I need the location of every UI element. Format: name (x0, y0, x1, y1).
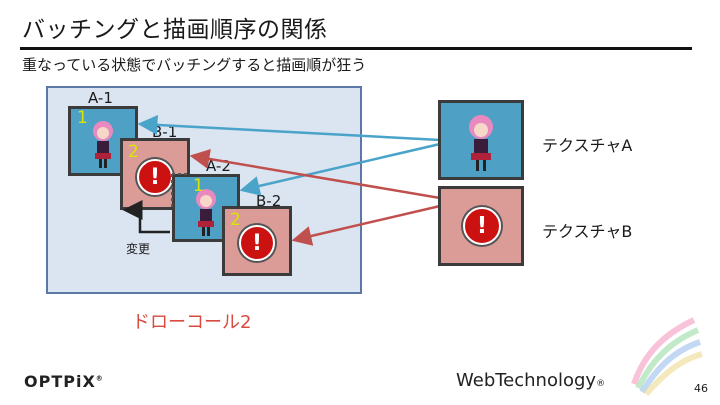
order-number-b1: 2 (128, 142, 139, 162)
order-number-a2: 1 (193, 176, 204, 196)
optpix-logo: OPTPiX® (24, 372, 104, 391)
warning-icon: ! (463, 207, 501, 245)
slide-title: バッチングと描画順序の関係 (22, 17, 328, 43)
tile-label-b2: B-2 (256, 192, 282, 210)
texture-a-arrow-2 (239, 142, 441, 196)
sprite-tile-a2 (172, 174, 240, 242)
texture-a-label: テクスチャA (542, 136, 633, 155)
tile-label-b1: B-1 (152, 123, 178, 141)
slide-subtitle: 重なっている状態でバッチングすると描画順が狂う (22, 56, 367, 74)
sprite-tile-b2: ! (222, 206, 292, 276)
texture-a-arrow-1 (137, 114, 441, 142)
character-icon (93, 121, 113, 168)
webtechnology-logo: WebTechnology® (456, 370, 606, 391)
change-arrow (122, 200, 170, 234)
character-icon (196, 189, 216, 236)
texture-b-tile: ! (438, 186, 524, 266)
warning-icon: ! (239, 225, 275, 261)
texture-b-arrow-1 (189, 149, 441, 200)
change-label: 変更 (126, 242, 151, 256)
texture-b-arrow-2 (291, 204, 441, 246)
texture-a-tile (438, 100, 524, 180)
brand-swirl-graphic (631, 317, 703, 397)
order-number-a1: 1 (77, 108, 88, 128)
order-number-b2: 2 (230, 210, 241, 230)
tile-label-a1: A-1 (88, 89, 113, 107)
page-number: 46 (694, 382, 708, 395)
draw-call-label: ドローコール2 (132, 312, 252, 333)
character-icon (469, 115, 493, 171)
texture-b-label: テクスチャB (542, 222, 633, 241)
title-divider (20, 47, 692, 50)
